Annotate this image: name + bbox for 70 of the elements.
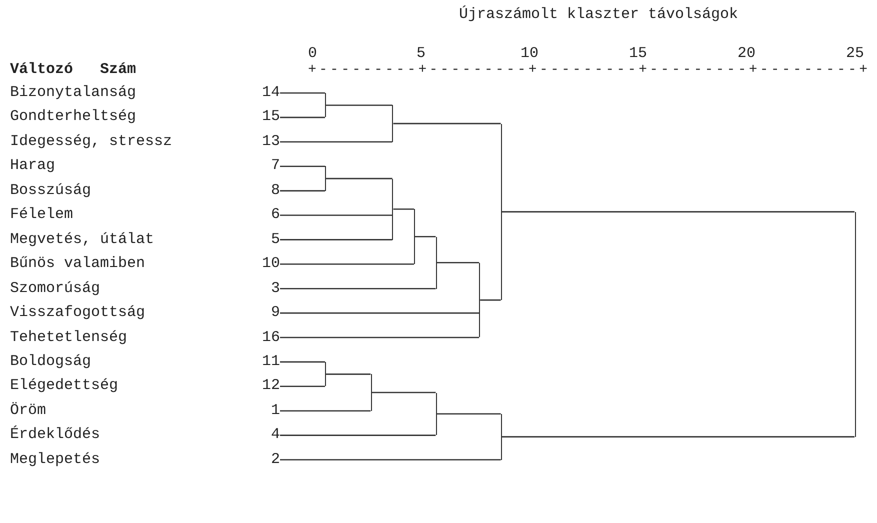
dendrogram-branch bbox=[280, 288, 436, 290]
dendrogram-branch bbox=[280, 264, 414, 265]
variable-name: Megvetés, útálat bbox=[10, 230, 154, 249]
axis-title: Újraszámolt klaszter távolságok bbox=[459, 6, 738, 24]
dendrogram-branch bbox=[280, 459, 501, 460]
variable-name: Elégedettség bbox=[10, 377, 118, 396]
dendrogram-branch bbox=[280, 92, 326, 94]
dendrogram-branch bbox=[280, 116, 326, 118]
dendrogram-branch bbox=[393, 208, 414, 210]
tick-label: 0 bbox=[308, 45, 318, 63]
dendrogram-branch bbox=[502, 211, 854, 212]
dendrogram-branch bbox=[326, 104, 392, 106]
dendrogram-branch bbox=[280, 239, 392, 240]
dendrogram-branch bbox=[502, 436, 854, 438]
variable-name: Szomorúság bbox=[10, 280, 100, 298]
tick-label: 5 bbox=[416, 45, 426, 63]
variable-number: 15 bbox=[262, 108, 280, 126]
variable-number: 6 bbox=[270, 206, 280, 224]
variable-name: Idegesség, stressz bbox=[10, 132, 172, 151]
variable-name: Bosszúság bbox=[10, 182, 92, 200]
variable-number: 10 bbox=[262, 255, 280, 274]
column-header: Változó bbox=[10, 61, 74, 79]
variable-name: Bizonytalanság bbox=[10, 84, 136, 102]
variable-name: Meglepetés bbox=[10, 450, 100, 469]
dendrogram-branch bbox=[280, 410, 371, 412]
variable-number: 11 bbox=[262, 352, 280, 371]
dendrogram-branch bbox=[436, 413, 501, 415]
variable-name: Bűnös valamiben bbox=[10, 255, 146, 274]
variable-number: 8 bbox=[270, 182, 280, 200]
variable-number: 5 bbox=[270, 230, 280, 249]
dendrogram-branch bbox=[326, 374, 371, 375]
tick-label: 15 bbox=[629, 45, 648, 63]
dendrogram-branch bbox=[280, 141, 392, 143]
variable-number: 2 bbox=[270, 450, 280, 469]
variable-name: Öröm bbox=[10, 402, 46, 420]
dendrogram-branch bbox=[280, 190, 326, 192]
dendrogram-branch bbox=[436, 262, 480, 264]
variable-name: Boldogság bbox=[10, 352, 92, 371]
dendrogram-branch bbox=[280, 214, 392, 216]
variable-number: 16 bbox=[262, 328, 280, 346]
dendrogram-branch bbox=[326, 178, 392, 180]
variable-number: 14 bbox=[262, 84, 280, 102]
variable-number: 1 bbox=[270, 402, 280, 420]
dendrogram-branch bbox=[280, 361, 326, 363]
variable-number: 7 bbox=[270, 157, 280, 176]
tick-label: 20 bbox=[738, 45, 756, 63]
dendrogram-branch bbox=[415, 236, 436, 238]
dendrogram-branch bbox=[280, 312, 480, 314]
dendrogram-branch bbox=[280, 336, 480, 338]
tick-label: 10 bbox=[520, 45, 539, 63]
dendrogram-branch bbox=[280, 434, 436, 436]
variable-name: Visszafogottság bbox=[10, 304, 146, 322]
dendrogram-branch bbox=[280, 166, 326, 167]
dendrogram-branch bbox=[372, 392, 436, 394]
variable-name: Gondterheltség bbox=[10, 108, 136, 126]
variable-number: 13 bbox=[262, 132, 280, 151]
dendrogram-branch bbox=[393, 122, 501, 124]
tick-label: 25 bbox=[846, 45, 864, 63]
scale-ruler: +---------+---------+---------+---------+---------+ bbox=[308, 61, 870, 79]
variable-number: 9 bbox=[270, 304, 280, 322]
variable-number: 3 bbox=[270, 280, 280, 298]
dendrogram-branch bbox=[480, 299, 501, 301]
variable-name: Tehetetlenség bbox=[10, 328, 128, 346]
column-header: Szám bbox=[100, 61, 136, 79]
dendrogram-branch bbox=[280, 386, 326, 388]
variable-number: 12 bbox=[262, 377, 280, 396]
variable-name: Érdeklődés bbox=[10, 426, 100, 444]
variable-name: Harag bbox=[10, 157, 56, 176]
variable-name: Félelem bbox=[10, 206, 74, 224]
variable-number: 4 bbox=[270, 426, 280, 444]
